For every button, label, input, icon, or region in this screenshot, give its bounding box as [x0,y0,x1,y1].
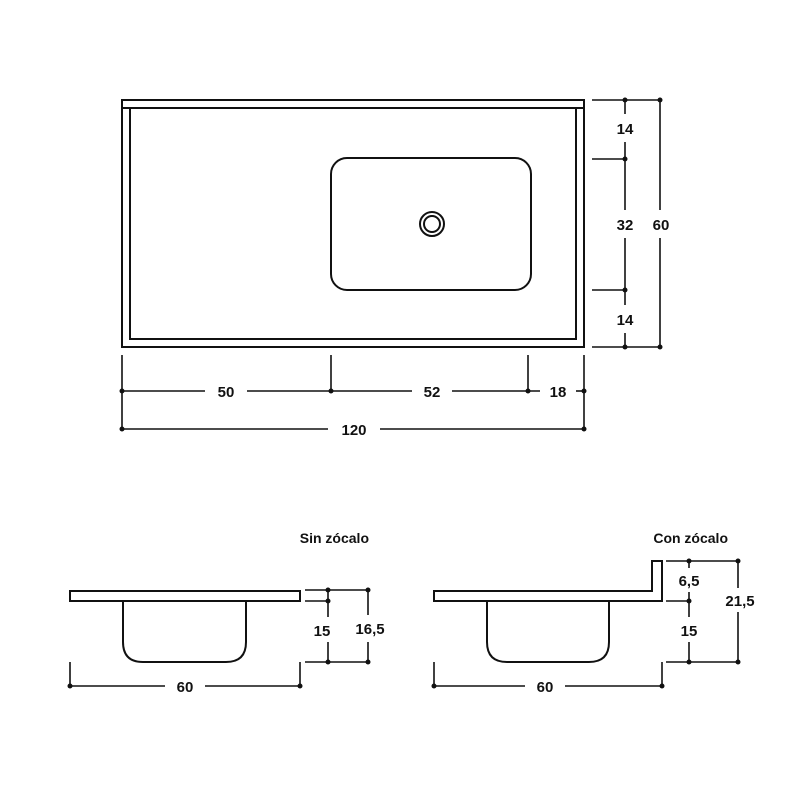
top-view: 14 32 14 60 50 52 18 120 [119,97,670,439]
sink-bowl-section [122,601,247,663]
dim-bottom-margin: 14 [617,312,634,329]
dim-bowl-height: 15 [314,623,331,640]
countertop-outline [121,99,585,348]
countertop-with-backsplash [433,560,663,602]
sink-bowl [330,157,532,291]
drain-icon [419,211,445,237]
dim-depth: 60 [537,679,554,696]
dim-bowl-height: 15 [681,623,698,640]
side-view-con-zocalo: Con zócalo 6,5 15 21,5 60 [431,530,755,696]
section-title: Sin zócalo [300,530,369,546]
dim-sink-depth: 32 [617,217,634,234]
width-dimensions: 50 52 18 120 [119,355,587,439]
sink-bowl-section [486,601,610,663]
dim-width-total: 120 [341,422,366,439]
dim-top-margin: 14 [617,121,634,138]
side-view-sin-zocalo: Sin zócalo 15 16,5 60 [67,530,385,696]
dim-total-height: 16,5 [355,621,384,638]
dim-right-offset: 18 [550,384,567,401]
dim-left-offset: 50 [218,384,235,401]
drain-inner [423,215,441,233]
dim-backsplash-height: 6,5 [679,573,700,590]
countertop-slab [69,590,301,602]
section-title: Con zócalo [653,530,728,546]
dim-depth-total: 60 [653,217,670,234]
depth-dimensions: 14 32 14 60 [592,97,670,350]
dim-total-height: 21,5 [725,593,754,610]
countertop-inner-edge [129,107,577,340]
dim-sink-width: 52 [424,384,441,401]
dim-depth: 60 [177,679,194,696]
